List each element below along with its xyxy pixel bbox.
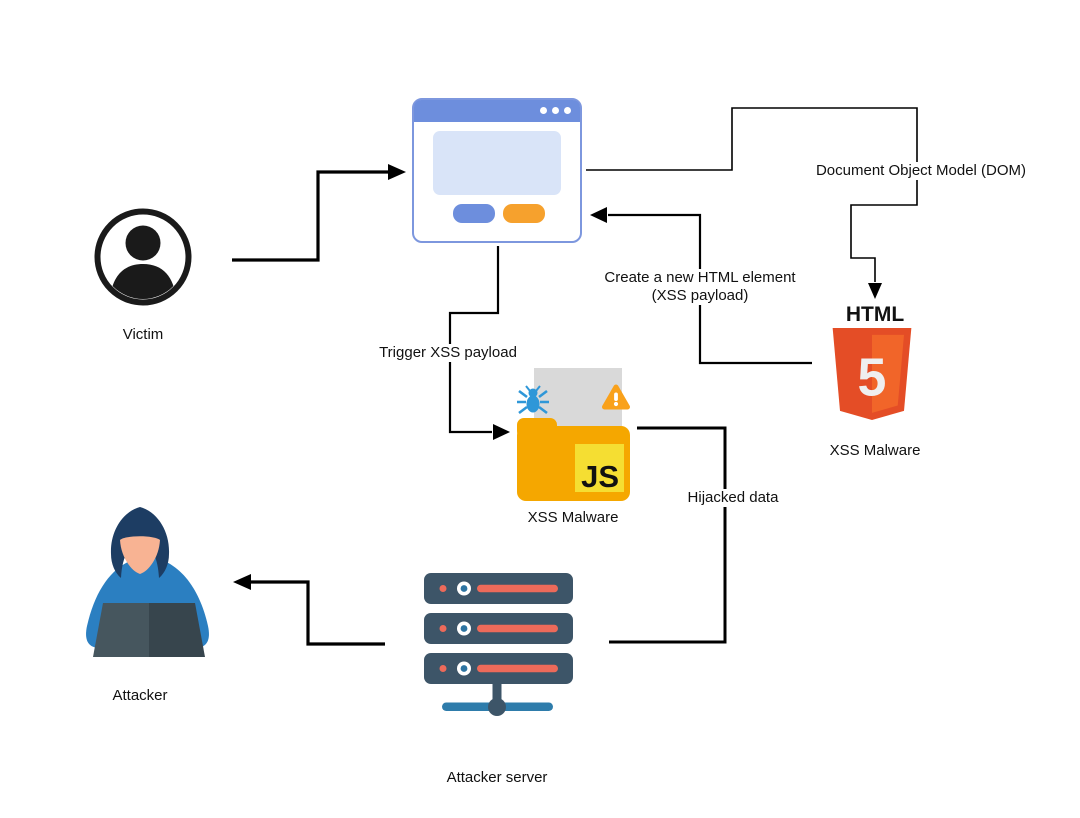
browser-dots-icon (540, 107, 571, 114)
edge-browser-to-dom (586, 107, 918, 282)
html5-logo-icon: 5 (832, 328, 912, 420)
hijacked-edge-label: Hijacked data (684, 489, 782, 507)
arrowhead-into-js (493, 424, 510, 440)
edge-browser-to-js (448, 246, 500, 434)
arrowhead-into-browser-left (388, 164, 406, 180)
server-stack-icon (424, 573, 573, 716)
attacker-label: Attacker (112, 687, 168, 704)
server-rack-row (424, 573, 573, 604)
server-rack-row (424, 613, 573, 644)
browser-titlebar (414, 100, 580, 122)
arrowhead-into-browser-right (590, 207, 607, 223)
js-malware-label: XSS Malware (527, 509, 619, 526)
html5-malware-label: XSS Malware (829, 442, 921, 459)
create-element-line1: Create a new HTML element (604, 269, 796, 286)
create-element-edge-label: Create a new HTML element (XSS payload) (601, 269, 799, 305)
server-rack-row (424, 653, 573, 684)
attacker-server-label: Attacker server (446, 769, 548, 786)
infected-script-icon: JS (517, 368, 630, 501)
arrowhead-into-attacker (233, 574, 251, 590)
edge-server-to-attacker (251, 580, 385, 646)
browser-content-area (433, 131, 561, 195)
laptop-right (149, 603, 205, 657)
server-base (442, 682, 553, 716)
arrowhead-into-html5 (868, 283, 882, 299)
hacker-icon (86, 507, 209, 657)
browser-blue-button (453, 204, 495, 223)
browser-window-icon (412, 98, 582, 243)
browser-orange-button (503, 204, 545, 223)
edge-victim-to-browser (232, 170, 390, 262)
trigger-edge-label: Trigger XSS payload (376, 344, 520, 362)
face (120, 536, 160, 574)
hood (110, 507, 170, 578)
person-circle-icon (94, 208, 192, 306)
bug-icon (517, 385, 549, 415)
laptop-left (93, 603, 149, 657)
edge-js-to-server (609, 426, 727, 644)
create-element-line2: (XSS payload) (651, 287, 749, 304)
victim-label: Victim (122, 326, 164, 343)
warning-icon (602, 384, 630, 410)
dom-edge-label: Document Object Model (DOM) (812, 162, 1030, 180)
js-badge-text: JS (581, 459, 619, 494)
html5-five: 5 (858, 348, 887, 408)
js-badge (575, 444, 624, 492)
html5-wordmark: HTML (845, 303, 905, 326)
